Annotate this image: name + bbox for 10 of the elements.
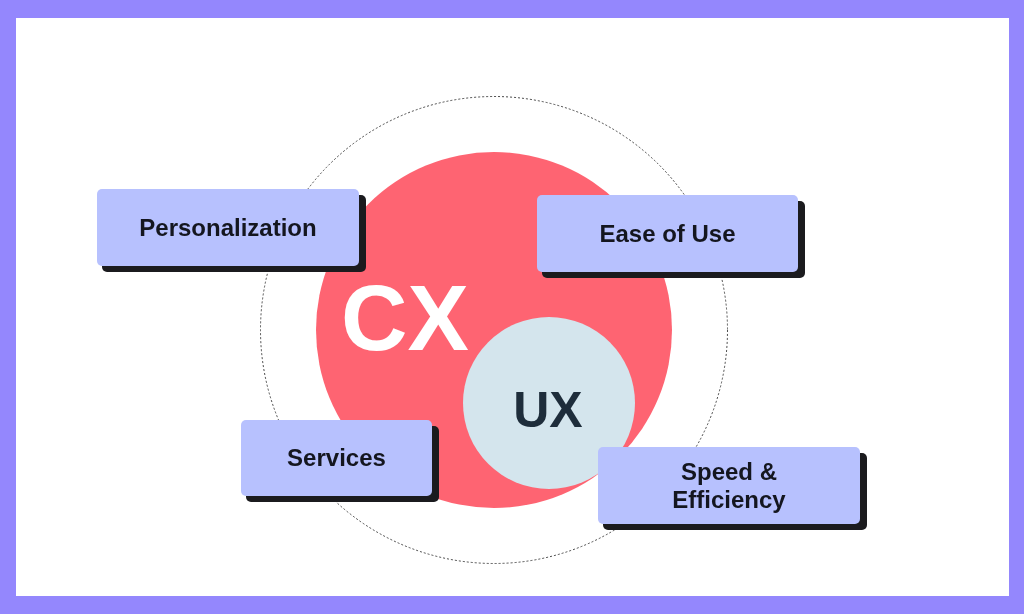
feature-card [598,447,860,524]
feature-card [537,195,798,272]
circle-label: UX [513,385,583,435]
card-label: Speed & Efficiency [671,457,787,514]
feature-card [97,189,359,266]
feature-card [241,420,432,496]
card-label: Ease of Use [599,219,736,248]
circle-label: CX [341,272,469,364]
card-label: Services [287,444,386,472]
card-label: Personalization [139,213,317,242]
